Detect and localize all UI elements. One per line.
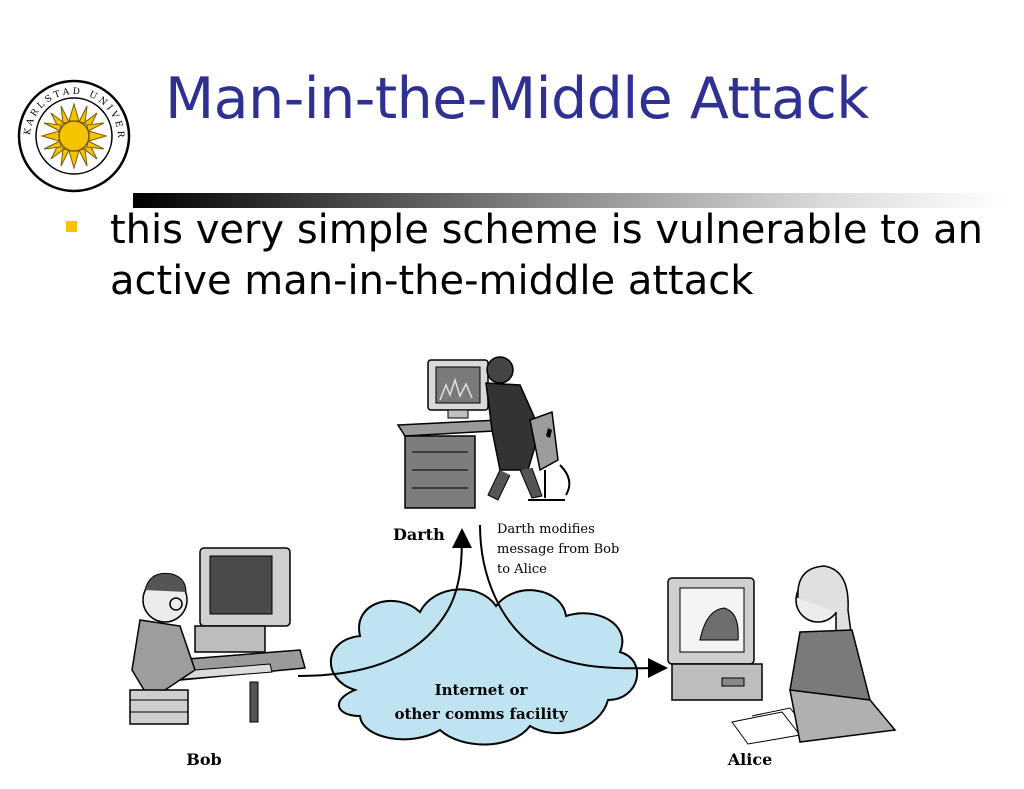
- karlstad-university-logo: KARLSTAD UNIVERSITY: [14, 76, 131, 193]
- bob-illustration: [129, 547, 306, 725]
- darth-note-line-2: message from Bob: [497, 542, 619, 557]
- bullet-marker: [66, 221, 77, 232]
- internet-cloud: [329, 588, 638, 746]
- darth-label: Darth: [393, 525, 445, 544]
- title-divider: [133, 193, 1006, 208]
- bob-to-darth-arrow: [297, 528, 472, 677]
- cloud-label-line-2: other comms facility: [394, 705, 568, 723]
- bob-label: Bob: [186, 750, 221, 769]
- slide-title: Man-in-the-Middle Attack: [165, 66, 869, 132]
- darth-note-line-3: to Alice: [497, 562, 547, 577]
- darth-note-line-1: Darth modifies: [497, 522, 595, 537]
- cloud-label-line-1: Internet or: [435, 681, 529, 699]
- alice-illustration: [667, 565, 897, 745]
- alice-label: Alice: [727, 750, 773, 769]
- sun-icon: [40, 102, 108, 170]
- darth-illustration: [396, 356, 571, 509]
- darth-to-alice-arrow: [479, 524, 668, 679]
- bullet-text: this very simple scheme is vulnerable to…: [110, 207, 983, 304]
- mitm-diagram: Darth Darth modifies message from Bob to…: [129, 356, 897, 769]
